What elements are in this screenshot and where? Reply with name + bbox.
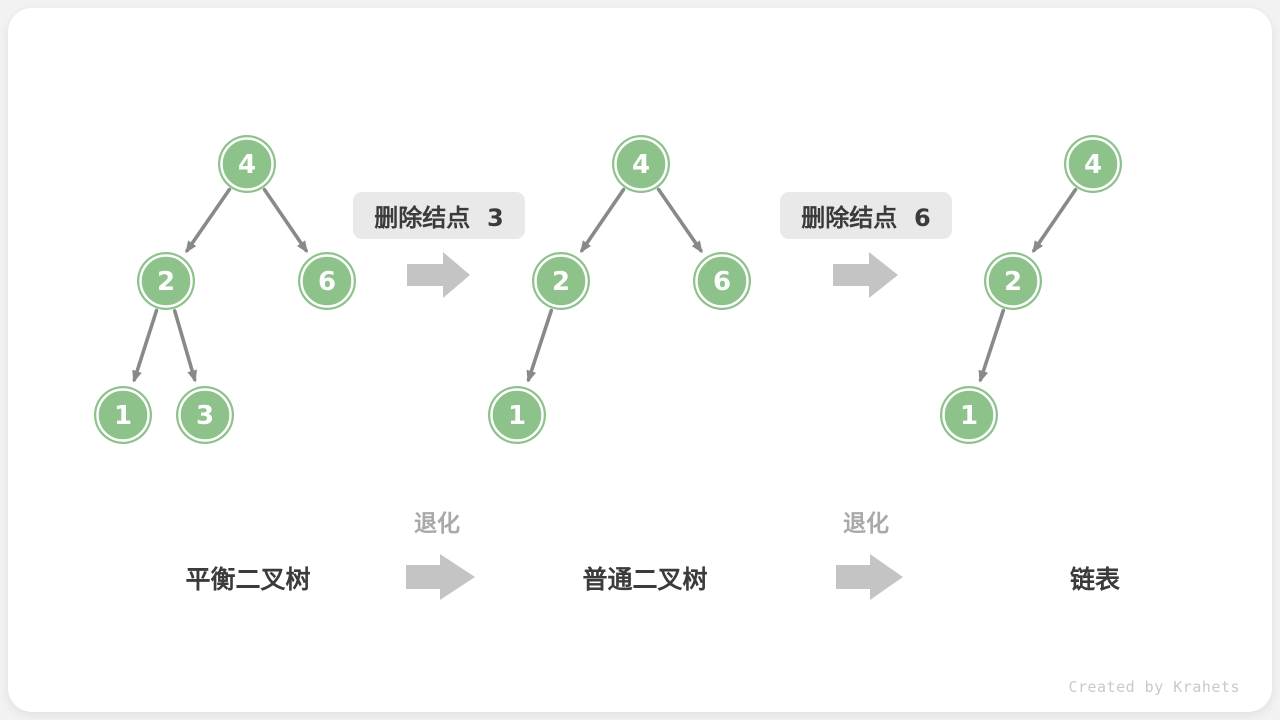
tree-node: 1 [488,386,546,444]
tree-edge [526,308,554,383]
tree-balanced: 4 2 6 1 3 [94,135,356,444]
tree-node: 2 [532,252,590,310]
node-ring [695,254,749,308]
tree-edge [580,187,626,253]
step-arrow-icon [833,252,898,298]
node-value: 1 [960,401,978,431]
node-ring [1066,137,1120,191]
diagram-card [8,8,1272,712]
node-circle [94,386,152,444]
tree-node: 6 [298,252,356,310]
caption-balanced-binary-tree: 平衡二叉树 [185,565,311,594]
node-value: 6 [713,267,731,297]
degrade-label: 退化 [414,511,460,537]
caption-ordinary-binary-tree: 普通二叉树 [582,565,708,594]
node-ring [490,388,544,442]
tree-node: 6 [693,252,751,310]
tree-node: 4 [612,135,670,193]
node-value: 4 [1084,150,1102,180]
node-value: 1 [114,401,132,431]
tree-ordinary: 4 2 6 1 [488,135,751,444]
node-circle [693,252,751,310]
node-circle [218,135,276,193]
node-value: 3 [196,401,214,431]
tree-node: 2 [984,252,1042,310]
node-value: 2 [157,267,175,297]
node-ring [986,254,1040,308]
node-circle [488,386,546,444]
caption-linked-list: 链表 [1069,565,1120,594]
tree-node: 4 [1064,135,1122,193]
degrade-arrow-icon [406,554,475,600]
tree-edge [656,187,703,254]
tree-edge [978,308,1006,383]
node-circle [137,252,195,310]
node-circle [176,386,234,444]
node-circle [940,386,998,444]
tree-edge [1032,187,1078,253]
step-label-delete-3: 删除结点 3 [353,192,525,239]
degrade-arrow-icon [836,554,903,600]
node-value: 2 [552,267,570,297]
tree-node: 3 [176,386,234,444]
node-ring [942,388,996,442]
node-ring [614,137,668,191]
node-ring [300,254,354,308]
node-circle [612,135,670,193]
node-ring [96,388,150,442]
node-circle [984,252,1042,310]
tree-edge [262,187,308,253]
tree-edge [132,308,159,383]
node-value: 1 [508,401,526,431]
node-ring [139,254,193,308]
tree-node: 4 [218,135,276,193]
credit-text: Created by Krahets [1068,678,1240,696]
tree-node: 1 [940,386,998,444]
tree-node: 2 [137,252,195,310]
node-value: 4 [632,150,650,180]
step-label-delete-6: 删除结点 6 [780,192,952,239]
node-value: 4 [238,150,256,180]
step-arrow-icon [407,252,470,298]
node-ring [534,254,588,308]
tree-linked-list: 4 2 1 [940,135,1122,444]
node-circle [1064,135,1122,193]
tree-edge [172,308,197,383]
node-value: 2 [1004,267,1022,297]
node-ring [178,388,232,442]
node-circle [298,252,356,310]
node-circle [532,252,590,310]
tree-node: 1 [94,386,152,444]
tree-edge [185,187,232,254]
node-ring [220,137,274,191]
node-value: 6 [318,267,336,297]
degrade-label: 退化 [843,511,889,537]
